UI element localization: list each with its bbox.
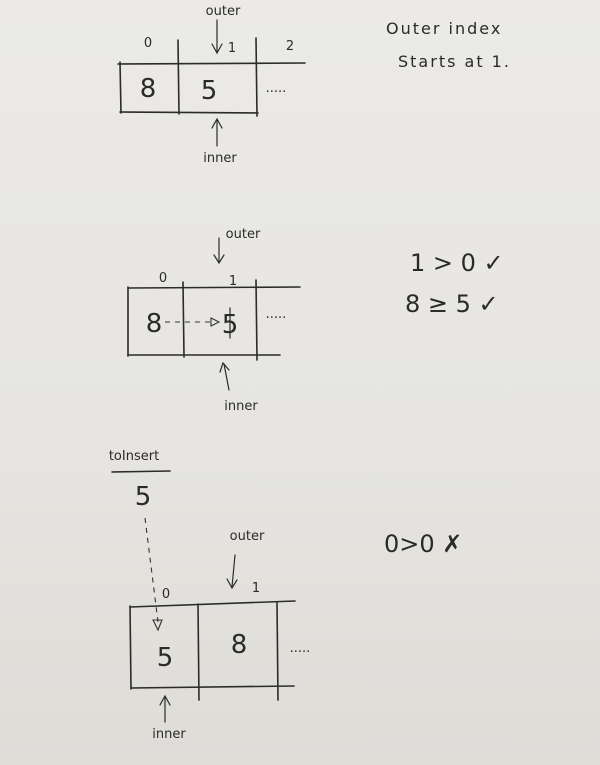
note-line-2: Starts at 1.	[398, 52, 511, 71]
index-label: 0	[144, 36, 152, 51]
array-left-border	[129, 605, 132, 690]
array-top-line	[129, 600, 296, 608]
outer-label: outer	[206, 4, 241, 19]
cell-value: 8	[140, 74, 157, 104]
cell-value: 8	[146, 309, 163, 339]
to-insert-label: toInsert	[109, 449, 159, 464]
cell-divider	[197, 603, 200, 701]
inner-label: inner	[224, 399, 258, 414]
insert-arrow-head	[152, 619, 163, 632]
array-bottom-line	[119, 111, 259, 114]
cell-divider	[182, 281, 185, 358]
cell-value: 8	[231, 630, 248, 660]
inner-label: inner	[203, 151, 237, 166]
ellipsis: .....	[290, 641, 311, 656]
index-label: 1	[229, 274, 237, 289]
array-left-border	[119, 61, 122, 114]
outer-label: outer	[226, 227, 261, 242]
insert-arrow	[144, 517, 159, 623]
outer-arrow-head	[211, 43, 223, 55]
diagram-3: toInsert 5 0 1 5 8 ..... outer inner 0>0…	[109, 449, 463, 742]
ellipsis: .....	[266, 81, 287, 96]
cell-divider	[255, 279, 258, 361]
ellipsis: .....	[266, 307, 287, 322]
move-arrow-head	[210, 317, 221, 327]
diagram-2: 0 1 8 5 ..... outer inner 1 > 0 ✓ 8 ≥ 5 …	[127, 227, 504, 414]
to-insert-value: 5	[135, 482, 152, 512]
index-label: 0	[162, 587, 170, 602]
cell-divider	[276, 601, 279, 701]
inner-label: inner	[152, 727, 186, 742]
note-line-1: Outer index	[386, 19, 502, 38]
note: Outer index Starts at 1.	[386, 19, 511, 71]
array-bottom-line	[130, 685, 295, 689]
inner-arrow-head	[211, 117, 223, 129]
outer-arrow-head	[213, 254, 225, 265]
index-label: 1	[252, 581, 260, 596]
index-label: 0	[159, 271, 167, 286]
inner-arrow	[223, 363, 230, 391]
array-top-line	[127, 286, 301, 289]
outer-label: outer	[230, 529, 265, 544]
condition-line: 1 > 0 ✓	[410, 249, 504, 277]
inner-arrow-head	[219, 361, 230, 373]
outer-arrow-head	[226, 578, 238, 590]
cell-divider	[177, 39, 180, 115]
inner-arrow-head	[159, 694, 171, 706]
condition-line: 8 ≥ 5 ✓	[405, 290, 499, 318]
cell-divider	[255, 37, 258, 117]
outer-arrow	[231, 554, 236, 588]
array-top-line	[117, 62, 306, 65]
index-label: 1	[228, 41, 236, 56]
cell-value: 5	[157, 643, 174, 673]
cell-value: 5	[201, 76, 218, 106]
condition-line: 0>0 ✗	[384, 530, 462, 558]
to-insert-underline	[111, 470, 171, 473]
diagram-1: 0 1 2 8 5 ..... outer inner	[117, 4, 306, 166]
index-label: 2	[286, 39, 294, 54]
